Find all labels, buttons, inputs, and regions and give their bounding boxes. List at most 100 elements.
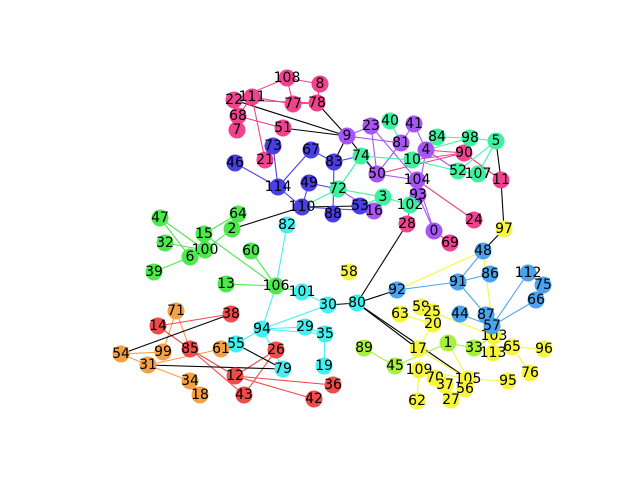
node-54: 54	[112, 345, 130, 363]
node-circle-64	[229, 205, 247, 223]
node-circle-65	[503, 338, 521, 356]
node-circle-95	[499, 372, 517, 390]
edge-112-57	[491, 272, 529, 327]
node-32: 32	[156, 234, 174, 252]
node-circle-19	[315, 357, 333, 375]
node-circle-54	[112, 345, 130, 363]
node-89: 89	[355, 339, 373, 357]
node-69: 69	[441, 234, 459, 252]
node-86: 86	[481, 265, 499, 283]
node-circle-34	[181, 372, 199, 390]
node-label-78: 78	[308, 95, 326, 111]
node-label-86: 86	[481, 266, 499, 282]
edge-26-43	[243, 349, 277, 396]
edge-55-79	[235, 343, 284, 370]
edge-25-103	[431, 311, 495, 337]
node-55: 55	[227, 335, 245, 353]
node-circle-2	[223, 220, 241, 238]
node-107: 107	[465, 165, 492, 183]
node-circle-0	[425, 222, 443, 240]
edge-61-31	[147, 348, 222, 366]
node-49: 49	[300, 174, 318, 192]
node-78: 78	[308, 94, 326, 112]
edge-94-35	[261, 328, 326, 335]
node-label-8: 8	[316, 76, 325, 92]
node-0: 0	[425, 222, 443, 240]
node-102: 102	[397, 196, 424, 214]
node-label-37: 37	[436, 377, 454, 393]
node-label-107: 107	[465, 166, 492, 182]
node-label-71: 71	[167, 303, 185, 319]
node-114: 114	[265, 178, 291, 196]
node-circle-40	[381, 112, 399, 130]
node-label-22: 22	[225, 92, 243, 108]
node-20: 20	[424, 315, 442, 333]
edge-80-105	[356, 302, 469, 380]
node-15: 15	[195, 225, 213, 243]
node-21: 21	[256, 151, 274, 169]
node-85: 85	[181, 340, 199, 358]
node-label-56: 56	[456, 381, 474, 397]
node-label-99: 99	[154, 344, 172, 360]
node-82: 82	[278, 216, 296, 234]
node-circle-24	[465, 211, 483, 229]
node-label-98: 98	[461, 130, 479, 146]
node-circle-1	[439, 334, 457, 352]
node-73: 73	[264, 137, 282, 155]
node-label-68: 68	[229, 108, 247, 124]
node-label-83: 83	[325, 154, 343, 170]
node-label-14: 14	[149, 318, 167, 334]
node-circle-76	[521, 364, 539, 382]
node-label-43: 43	[235, 387, 253, 403]
node-39: 39	[145, 263, 163, 281]
edge-82-106	[275, 224, 288, 287]
node-81: 81	[392, 134, 410, 152]
node-100: 100	[192, 241, 218, 259]
node-96: 96	[535, 340, 553, 358]
node-label-67: 67	[302, 142, 320, 158]
node-51: 51	[274, 119, 292, 137]
node-circle-38	[222, 305, 240, 323]
node-label-35: 35	[316, 326, 334, 342]
node-label-0: 0	[430, 223, 439, 239]
node-label-90: 90	[455, 145, 473, 161]
edge-111-21	[251, 96, 266, 161]
node-label-34: 34	[181, 373, 199, 389]
edge-80-28	[356, 223, 408, 304]
node-label-75: 75	[534, 277, 552, 293]
node-circle-8	[311, 75, 329, 93]
node-36: 36	[324, 376, 342, 394]
node-circle-22	[225, 91, 243, 109]
node-label-1: 1	[444, 335, 453, 351]
edge-15-106	[203, 233, 277, 287]
node-circle-18	[191, 386, 209, 404]
node-98: 98	[461, 129, 479, 147]
node-91: 91	[449, 273, 467, 291]
node-12: 12	[226, 367, 244, 385]
node-label-47: 47	[151, 210, 169, 226]
node-circle-39	[145, 263, 163, 281]
node-circle-78	[308, 94, 326, 112]
node-label-69: 69	[441, 235, 459, 251]
node-80: 80	[348, 294, 366, 312]
node-circle-108	[278, 69, 296, 87]
node-label-48: 48	[474, 243, 492, 259]
node-label-65: 65	[503, 339, 521, 355]
node-61: 61	[212, 340, 230, 358]
node-83: 83	[325, 153, 343, 171]
node-label-46: 46	[226, 155, 244, 171]
node-label-102: 102	[397, 197, 424, 213]
node-label-12: 12	[226, 368, 244, 384]
node-64: 64	[229, 205, 247, 223]
node-62: 62	[408, 392, 426, 410]
edge-92-91	[396, 281, 459, 291]
edge-92-48	[396, 250, 484, 291]
node-label-80: 80	[348, 295, 366, 311]
node-circle-32	[156, 234, 174, 252]
node-label-79: 79	[274, 361, 292, 377]
node-label-16: 16	[365, 203, 383, 219]
node-60: 60	[242, 242, 260, 260]
node-label-66: 66	[527, 292, 545, 308]
node-28: 28	[398, 215, 416, 233]
node-label-32: 32	[156, 235, 174, 251]
